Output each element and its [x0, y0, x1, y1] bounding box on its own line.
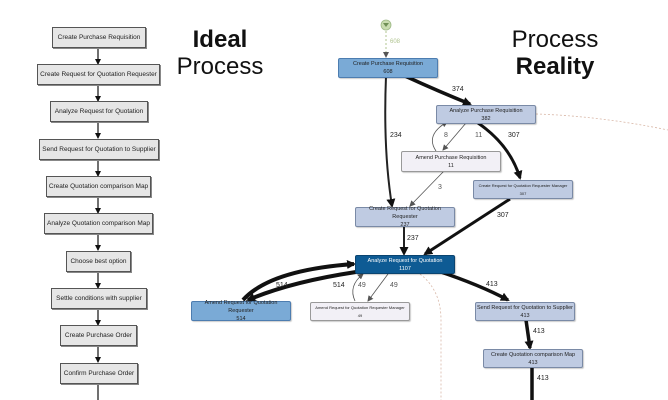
edge-apr-amend-11: [442, 122, 467, 151]
reality-heading-regular: Process: [511, 26, 599, 53]
edge-cpr-crqr: [384, 75, 396, 208]
node-analyze-rfq[interactable]: Analyze Request for Quotation 1107: [355, 255, 455, 274]
ideal-step: Choose best option: [66, 251, 131, 272]
node-count: 382: [481, 115, 491, 122]
node-label: Analyze Purchase Requisition: [449, 107, 523, 114]
node-amend-purchase-requisition[interactable]: Amend Purchase Requisition 11: [401, 151, 501, 172]
edge-label: 514: [276, 282, 288, 289]
ideal-step: Create Purchase Requisition: [52, 27, 146, 48]
node-create-rfq-requester[interactable]: Create Request for Quotation Requester 2…: [355, 206, 455, 228]
ideal-step: Create Request for Quotation Requester: [37, 64, 160, 85]
node-count: 413: [520, 312, 530, 319]
node-create-quotation-comparison-map[interactable]: Create Quotation comparison Map 413: [483, 349, 583, 368]
edge-cpr-apr: [404, 74, 472, 106]
edge-dashed-apr-end: [535, 113, 668, 131]
ideal-step: Analyze Quotation comparison Map: [44, 213, 153, 234]
edge-arqrm-arq-49: [352, 273, 364, 302]
ideal-step: Send Request for Quotation to Supplier: [39, 139, 159, 160]
edge-label: 49: [358, 282, 366, 289]
ideal-step: Settle conditions with supplier: [51, 288, 147, 309]
node-amend-rfq-requester-manager[interactable]: Amend Request for Quotation Requester Ma…: [310, 302, 410, 321]
edge-label: 374: [452, 86, 464, 93]
edge-label: 49: [390, 282, 398, 289]
edge-amend-crqr: [409, 170, 445, 207]
node-count: 413: [528, 359, 538, 366]
edge-label: 413: [486, 281, 498, 288]
ideal-step: Confirm Purchase Order: [60, 363, 138, 384]
edge-label: 234: [390, 132, 402, 139]
reality-heading: Process Reality: [505, 26, 605, 80]
edge-apr-amend-8: [431, 121, 448, 152]
ideal-heading-regular: Process: [176, 53, 264, 80]
edge-label: 11: [475, 132, 483, 139]
node-amend-rfq-requester[interactable]: Amend Request for Quotation Requester 51…: [191, 300, 291, 322]
node-analyze-purchase-requisition[interactable]: Analyze Purchase Requisition 382: [436, 105, 536, 124]
ideal-step: Create Purchase Order: [60, 325, 137, 346]
reality-heading-bold: Reality: [515, 53, 595, 80]
node-count: 49: [357, 312, 363, 318]
node-label: Create Purchase Requisition: [352, 61, 423, 67]
edge-dashed-arq-end: [419, 273, 442, 400]
ideal-heading-bold: Ideal: [192, 26, 248, 53]
node-create-purchase-requisition[interactable]: Create Purchase Requisition 608: [338, 58, 438, 78]
edge-label: 413: [533, 328, 545, 335]
node-count: 11: [448, 162, 454, 169]
node-label: Amend Purchase Requisition: [415, 154, 487, 161]
edge-send-cqcm: [524, 319, 534, 350]
edge-label: 3: [438, 184, 442, 191]
edge-label: 237: [407, 235, 419, 242]
edge-label: 514: [333, 282, 345, 289]
node-label: Analyze Request for Quotation: [367, 257, 443, 264]
node-label: Create Quotation comparison Map: [490, 351, 576, 358]
edge-crqrm-arq: [423, 197, 511, 256]
node-label: Create Request for Quotation Requester: [369, 206, 441, 220]
edge-label: 307: [497, 212, 509, 219]
edge-apr-crqrm: [477, 121, 523, 180]
node-count: 1107: [399, 265, 411, 272]
ideal-step: Analyze Request for Quotation: [50, 101, 148, 122]
node-label: Amend Request for Quotation Requester Ma…: [315, 304, 405, 310]
ideal-heading: Ideal Process: [170, 26, 270, 80]
edge-label: 307: [508, 132, 520, 139]
node-label: Amend Request for Quotation Requester: [204, 300, 278, 314]
node-count: 307: [519, 190, 527, 196]
node-label: Create Request for Quotation Requester M…: [478, 182, 568, 188]
edge-arq-arqr: [246, 270, 357, 302]
ideal-step: Create Quotation comparison Map: [46, 176, 151, 197]
node-label: Send Request for Quotation to Supplier: [476, 304, 573, 311]
node-send-rfq-to-supplier[interactable]: Send Request for Quotation to Supplier 4…: [475, 302, 575, 321]
node-count: 237: [400, 222, 410, 228]
edge-label: 413: [537, 375, 549, 382]
node-count: 514: [236, 316, 246, 322]
node-create-rfq-requester-manager[interactable]: Create Request for Quotation Requester M…: [473, 180, 573, 199]
node-count: 608: [383, 69, 393, 75]
edge-label: 8: [444, 132, 448, 139]
start-count-label: 608: [390, 39, 401, 45]
edge-arq-arqrm-49: [367, 273, 389, 302]
